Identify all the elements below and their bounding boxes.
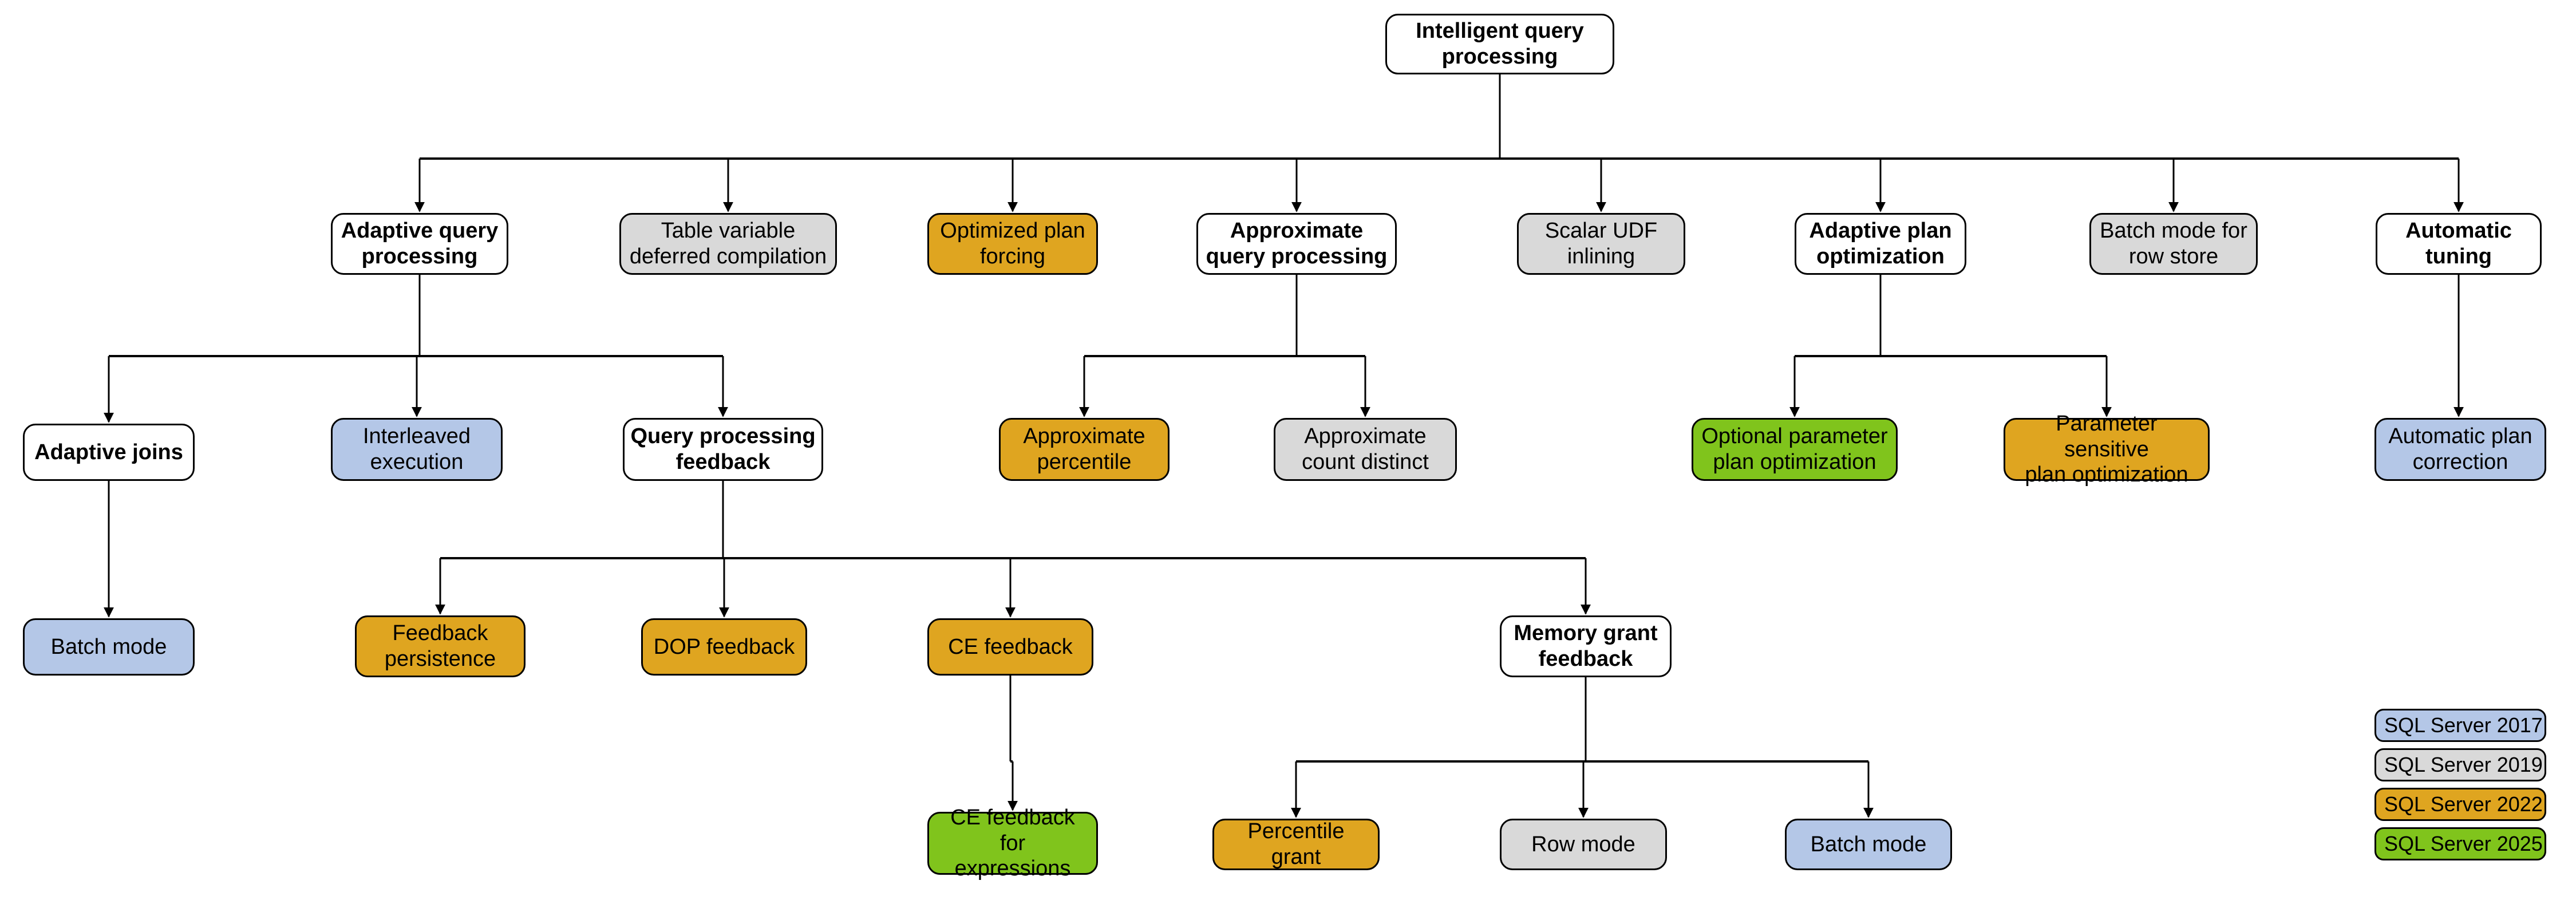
node-apq[interactable]: Approximate query processing [1196, 213, 1397, 275]
node-at[interactable]: Automatic tuning [2376, 213, 2542, 275]
node-aj[interactable]: Adaptive joins [23, 424, 195, 481]
node-udf[interactable]: Scalar UDF inlining [1517, 213, 1685, 275]
legend-item-sql-server-2019: SQL Server 2019 [2374, 748, 2546, 781]
node-tvdc[interactable]: Table variable deferred compilation [619, 213, 837, 275]
node-bm1[interactable]: Batch mode [23, 618, 195, 676]
node-ap[interactable]: Approximate percentile [999, 418, 1170, 481]
legend-item-sql-server-2017: SQL Server 2017 [2374, 709, 2546, 742]
node-pspo[interactable]: Parameter sensitive plan optimization [2004, 412, 2210, 487]
node-fp[interactable]: Feedback persistence [355, 615, 526, 677]
node-ce[interactable]: CE feedback [927, 618, 1093, 676]
node-aqp[interactable]: Adaptive query processing [331, 213, 508, 275]
node-acd[interactable]: Approximate count distinct [1274, 418, 1457, 481]
node-apo[interactable]: Adaptive plan optimization [1795, 213, 1966, 275]
node-cefe[interactable]: CE feedback for expressions [927, 806, 1098, 881]
node-oppo[interactable]: Optional parameter plan optimization [1692, 418, 1898, 481]
node-mgf[interactable]: Memory grant feedback [1500, 615, 1672, 677]
node-dop[interactable]: DOP feedback [641, 618, 807, 676]
node-opf[interactable]: Optimized plan forcing [927, 213, 1098, 275]
node-bmrs[interactable]: Batch mode for row store [2089, 213, 2258, 275]
legend-item-sql-server-2022: SQL Server 2022 [2374, 788, 2546, 821]
node-ie[interactable]: Interleaved execution [331, 418, 503, 481]
node-rm[interactable]: Row mode [1500, 819, 1667, 870]
node-pg[interactable]: Percentile grant [1212, 819, 1380, 870]
node-qpf[interactable]: Query processing feedback [623, 418, 823, 481]
node-root[interactable]: Intelligent query processing [1385, 14, 1614, 74]
legend-item-sql-server-2025: SQL Server 2025 [2374, 827, 2546, 860]
node-bm2[interactable]: Batch mode [1785, 819, 1952, 870]
node-apc[interactable]: Automatic plan correction [2374, 418, 2546, 481]
